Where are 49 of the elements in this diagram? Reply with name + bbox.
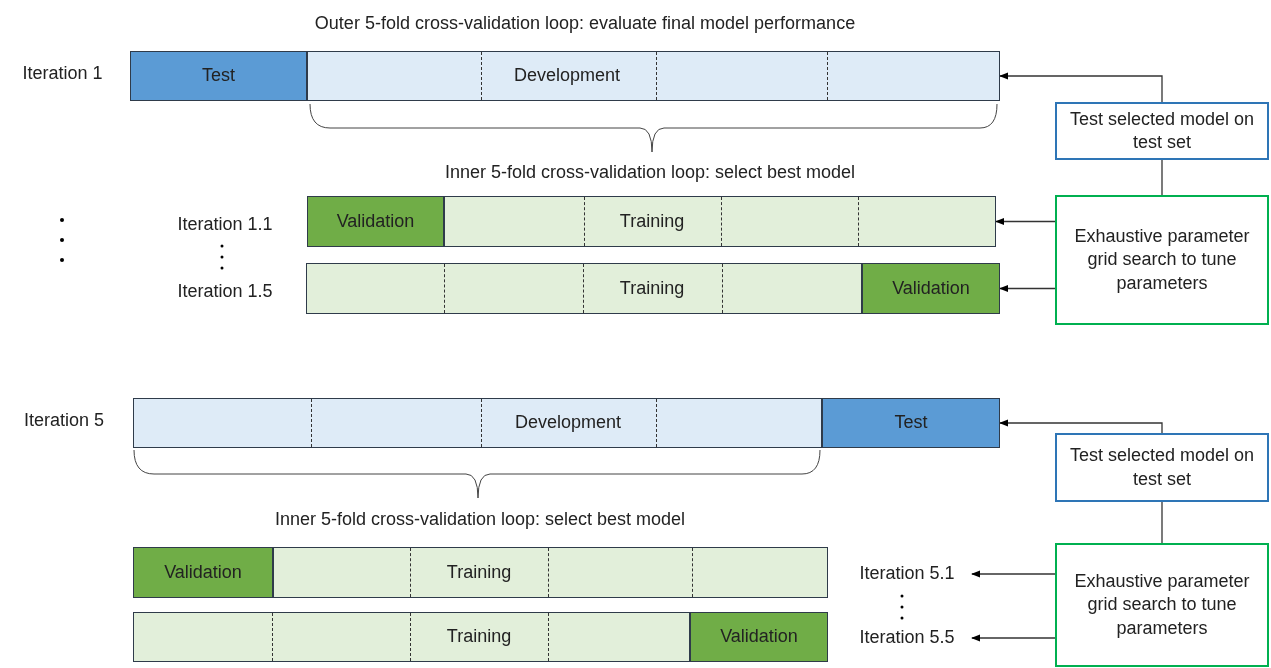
training-fold-segment	[133, 612, 690, 662]
segment-label: Exhaustive parameter grid search to tune parameters	[1073, 224, 1251, 295]
segment-label: Development	[512, 64, 622, 88]
iteration-label: Iteration 1.5	[176, 280, 274, 303]
iteration-label: Iteration 1.1	[176, 213, 274, 236]
segment-label: Development	[513, 411, 623, 435]
test-fold-segment	[822, 398, 1000, 448]
segment-label: Test selected model on test set	[1068, 444, 1256, 491]
segment-label: Test	[201, 64, 236, 88]
segment-label: Exhaustive parameter grid search to tune parameters	[1073, 569, 1251, 640]
iteration-label: Iteration 5.5	[842, 626, 972, 650]
arrow	[971, 634, 1056, 642]
iteration-label: Iteration 1	[21, 62, 104, 85]
process-box	[1055, 543, 1269, 667]
segment-label: Test	[893, 411, 929, 435]
segment-label: Validation	[719, 625, 799, 649]
training-fold-segment	[273, 547, 828, 598]
arrow	[971, 570, 1056, 578]
segment-label: Training	[445, 625, 513, 649]
segment-label: Test selected model on test set	[1068, 107, 1256, 154]
arrow	[999, 284, 1056, 293]
segment-label: Validation	[335, 209, 416, 233]
segment-label: Training	[618, 276, 686, 300]
connector-line	[1161, 159, 1163, 196]
development-fold-segment	[307, 51, 1000, 101]
section-heading: Inner 5-fold cross-validation loop: select best model	[273, 508, 687, 531]
arrow	[995, 217, 1056, 226]
process-box	[1055, 102, 1269, 160]
validation-fold-segment	[307, 196, 444, 247]
process-box	[1055, 195, 1269, 325]
section-heading: Inner 5-fold cross-validation loop: select best model	[443, 161, 857, 184]
process-box	[1055, 433, 1269, 502]
segment-label: Training	[445, 560, 513, 584]
test-fold-segment	[130, 51, 307, 101]
section-heading: Outer 5-fold cross-validation loop: evaluate final model performance	[313, 12, 857, 35]
segment-label: Validation	[163, 560, 243, 584]
training-fold-segment	[306, 263, 862, 314]
training-fold-segment	[444, 196, 996, 247]
development-fold-segment	[133, 398, 822, 448]
connector-line	[1161, 501, 1163, 544]
arrow	[999, 419, 1163, 434]
arrow	[999, 72, 1163, 103]
validation-fold-segment	[690, 612, 828, 662]
segment-label: Validation	[891, 276, 971, 300]
iteration-label: Iteration 5.1	[842, 562, 972, 586]
validation-fold-segment	[133, 547, 273, 598]
validation-fold-segment	[862, 263, 1000, 314]
segment-label: Training	[618, 209, 686, 233]
iteration-label: Iteration 5	[22, 409, 106, 432]
